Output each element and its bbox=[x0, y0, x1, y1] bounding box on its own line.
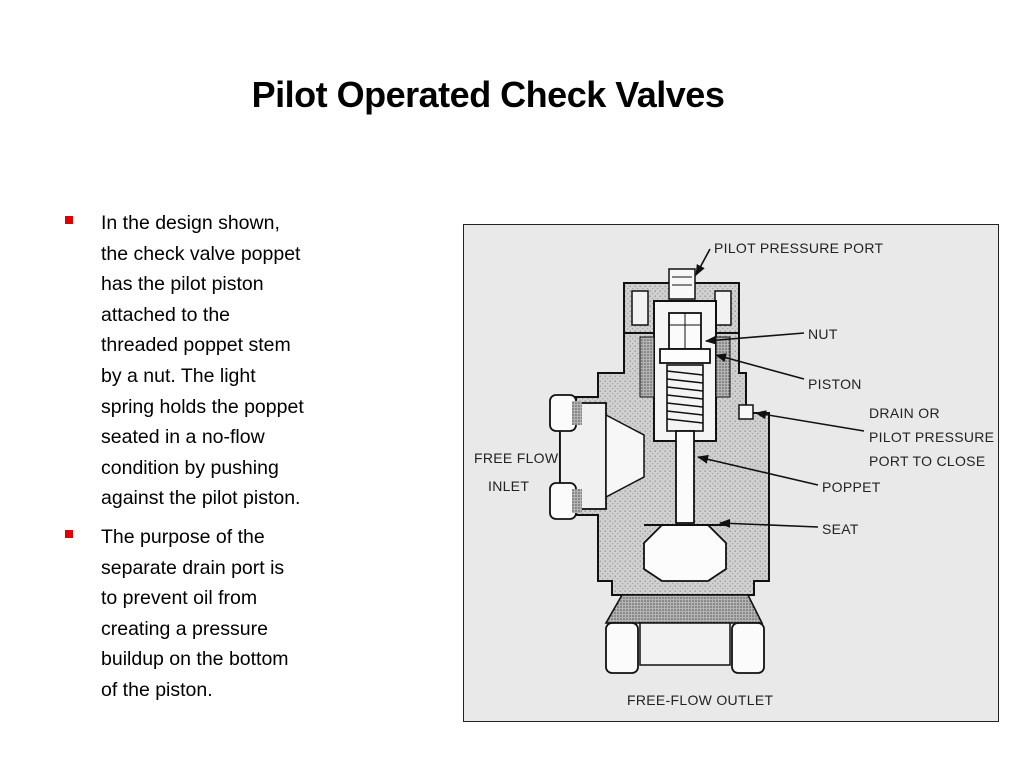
piston bbox=[659, 348, 711, 364]
label-seat: SEAT bbox=[822, 521, 859, 537]
label-piston: PISTON bbox=[808, 376, 862, 392]
bullet-square-icon bbox=[65, 216, 73, 224]
bullet-line: condition by pushing bbox=[101, 456, 279, 479]
bullet-list: In the design shown, the check valve pop… bbox=[62, 208, 362, 714]
bullet-line: spring holds the poppet bbox=[101, 395, 304, 418]
poppet-head bbox=[643, 524, 727, 582]
label-nut: NUT bbox=[808, 326, 838, 342]
slide-title: Pilot Operated Check Valves bbox=[251, 74, 725, 115]
bullet-line: threaded poppet stem bbox=[101, 334, 291, 357]
valve-diagram: PILOT PRESSURE PORT NUT PISTON DRAIN OR … bbox=[463, 224, 999, 722]
label-pilot-pressure-port: PILOT PRESSURE PORT bbox=[714, 240, 883, 256]
bullet-line: against the pilot piston. bbox=[101, 487, 301, 510]
label-drain-line-3: PORT TO CLOSE bbox=[869, 453, 985, 469]
label-inlet-line-2: INLET bbox=[488, 478, 529, 494]
bullet-line: buildup on the bottom bbox=[101, 648, 289, 671]
label-poppet: POPPET bbox=[822, 479, 881, 495]
bullet-line: seated in a no-flow bbox=[101, 426, 265, 449]
label-inlet-line-1: FREE FLOW bbox=[474, 450, 559, 466]
spring bbox=[666, 364, 704, 432]
inlet-flange bbox=[549, 394, 645, 520]
label-free-flow-outlet: FREE-FLOW OUTLET bbox=[627, 692, 774, 708]
valve-cross-section: PILOT PRESSURE PORT NUT PISTON DRAIN OR … bbox=[474, 240, 994, 708]
label-drain-line-1: DRAIN OR bbox=[869, 405, 940, 421]
bullet-line: attached to the bbox=[101, 303, 231, 326]
drain-port bbox=[738, 404, 754, 420]
bullet-line: creating a pressure bbox=[101, 617, 268, 640]
bullet-line: by a nut. The light bbox=[101, 364, 256, 387]
poppet-stem bbox=[675, 430, 695, 524]
outlet-flange bbox=[604, 594, 765, 674]
nut bbox=[668, 312, 702, 350]
bullet-line: In the design shown, bbox=[101, 212, 280, 234]
label-drain-line-2: PILOT PRESSURE bbox=[869, 429, 994, 445]
bullet-line: separate drain port is bbox=[101, 556, 285, 579]
leader-lines bbox=[695, 248, 865, 528]
bullet-item: The purpose of the separate drain port i… bbox=[62, 522, 362, 706]
bullet-line: of the piston. bbox=[101, 678, 213, 701]
bullet-line: The purpose of the bbox=[101, 525, 265, 548]
bullet-item: In the design shown, the check valve pop… bbox=[62, 208, 362, 514]
bullet-line: has the pilot piston bbox=[101, 273, 264, 296]
bullet-line: the check valve poppet bbox=[101, 242, 301, 265]
bullet-line: to prevent oil from bbox=[101, 587, 258, 610]
bullet-square-icon bbox=[65, 529, 73, 538]
